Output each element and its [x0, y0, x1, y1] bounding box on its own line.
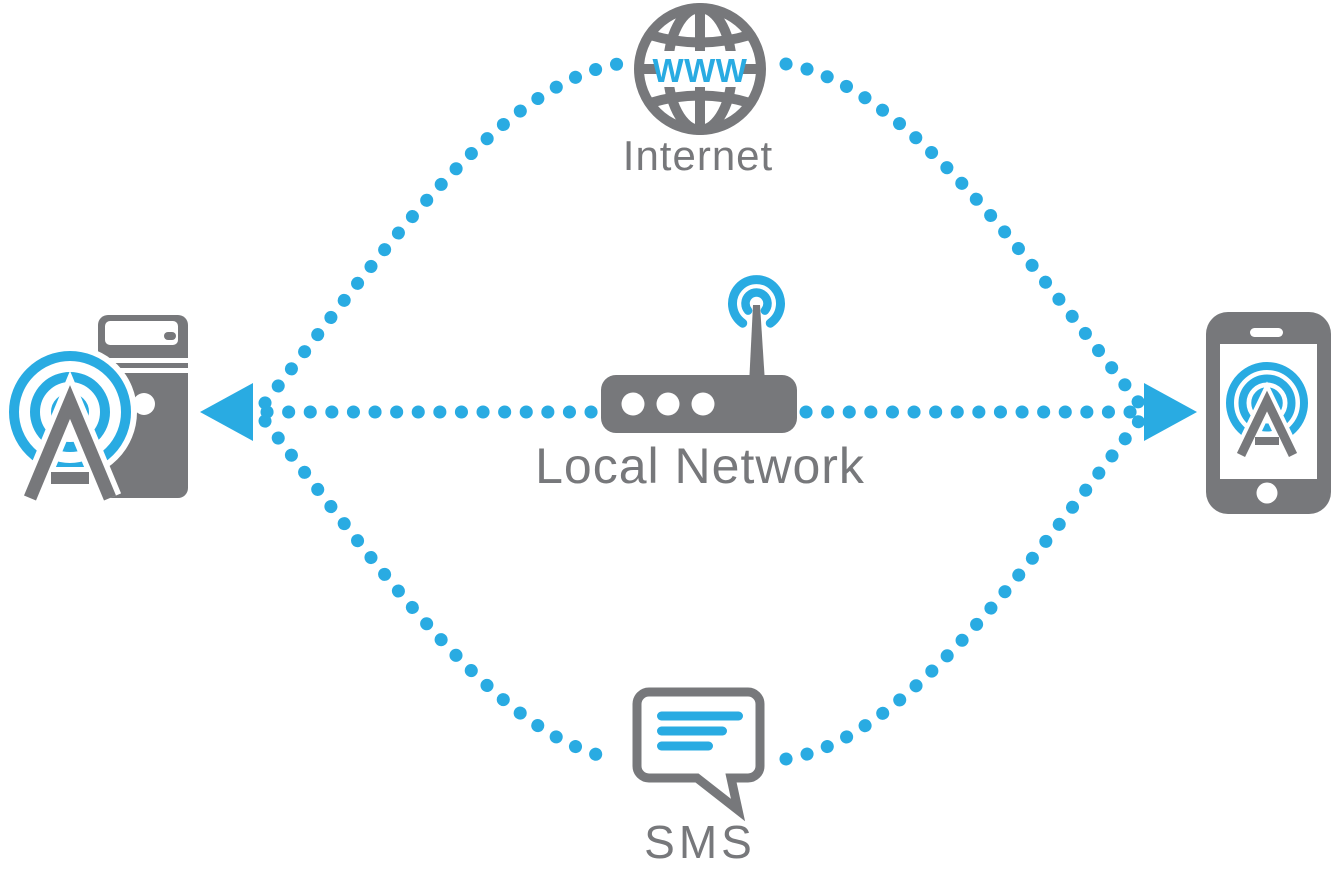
router-icon: [601, 275, 797, 433]
sms-label: SMS: [644, 816, 756, 868]
right-arrowhead-icon: [1144, 383, 1197, 441]
smartphone-icon: [1206, 312, 1331, 514]
router-led: [656, 392, 680, 416]
globe-outline: [634, 3, 766, 135]
tower-drive-button: [164, 332, 176, 340]
globe-latitude-bottom: [648, 90, 752, 108]
internet-label: Internet: [622, 132, 774, 179]
antennapod-logo-icon: [3, 345, 137, 503]
dotted-path-sms-right: [779, 414, 1146, 766]
router-led: [691, 392, 715, 416]
local-network-label: Local Network: [535, 438, 865, 494]
www-label: WWW: [653, 52, 748, 89]
tower-drive-bay: [105, 321, 178, 345]
phone-home-button: [1256, 482, 1278, 504]
globe-latitude-top: [648, 30, 752, 48]
router-led: [621, 392, 645, 416]
sms-bubble-icon: [632, 687, 765, 822]
antenna-a: [1236, 390, 1298, 457]
router-antenna: [749, 305, 765, 375]
phone-speaker: [1250, 328, 1283, 337]
tower-vent-line: [98, 358, 188, 363]
tower-vent-line: [98, 368, 188, 373]
dotted-path-sms-left: [258, 414, 623, 766]
antenna-a: [24, 385, 116, 501]
antennapod-logo-icon: [1226, 362, 1308, 459]
server-computer-icon: [3, 315, 188, 503]
dotted-path-internet-left: [258, 57, 625, 410]
router-signal-arc-outer: [728, 275, 785, 328]
globe-band: [658, 51, 742, 87]
dotted-path-internet-right: [779, 57, 1146, 410]
globe-icon: WWW: [634, 3, 766, 135]
tower-power-button: [133, 393, 155, 415]
left-arrowhead-icon: [200, 383, 253, 441]
router-signal-arc-inner: [741, 288, 772, 315]
bubble-outline: [632, 687, 765, 822]
signal-ring-middle: [1238, 374, 1296, 432]
